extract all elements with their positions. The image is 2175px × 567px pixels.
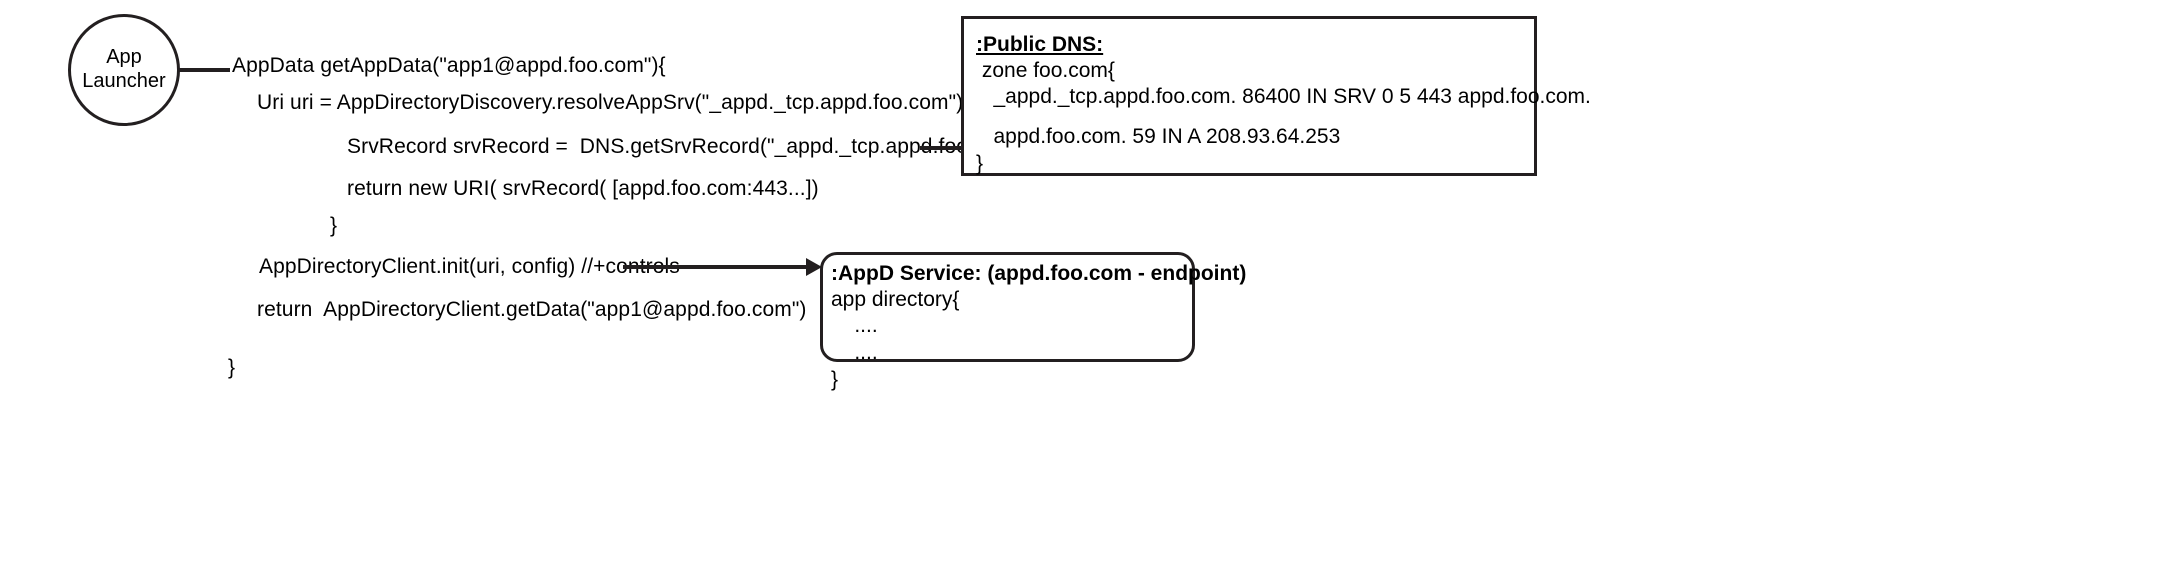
code-line-1: AppData getAppData("app1@appd.foo.com"){: [232, 54, 666, 77]
public-dns-spacer: [976, 111, 1524, 124]
code-line-2: Uri uri = AppDirectoryDiscovery.resolveA…: [257, 91, 971, 114]
code-line-5: }: [330, 214, 338, 237]
appd-service-box: :AppD Service: (appd.foo.com - endpoint)…: [820, 252, 1247, 391]
public-dns-line-4: }: [976, 152, 984, 176]
code-line-7: return AppDirectoryClient.getData("app1@…: [257, 298, 807, 321]
code-line-4: return new URI( srvRecord( [appd.foo.com…: [347, 177, 819, 200]
appd-service-line-1: app directory{: [831, 287, 960, 311]
appd-service-arrow-head: [806, 258, 822, 276]
appd-service-line-2: ....: [831, 314, 878, 338]
code-line-6: AppDirectoryClient.init(uri, config) //+…: [259, 255, 680, 278]
actor-label-line1: App: [106, 46, 142, 69]
appd-service-line-3: ....: [831, 341, 878, 365]
appd-service-arrow-shaft: [623, 265, 813, 269]
actor-label-line2: Launcher: [82, 70, 166, 92]
code-line-3: SrvRecord srvRecord = DNS.getSrvRecord("…: [347, 135, 1029, 158]
appd-service-line-4: }: [831, 368, 839, 392]
public-dns-line-3: appd.foo.com. 59 IN A 208.93.64.253: [976, 125, 1341, 149]
public-dns-line-2: _appd._tcp.appd.foo.com. 86400 IN SRV 0 …: [976, 85, 1591, 109]
actor-app-launcher: App Launcher: [68, 14, 180, 126]
appd-service-box-title: :AppD Service: (appd.foo.com - endpoint): [831, 262, 1247, 285]
actor-connector-line: [178, 68, 230, 72]
public-dns-box-title: :Public DNS:: [976, 33, 1104, 56]
code-line-8: }: [228, 356, 236, 379]
public-dns-line-1: zone foo.com{: [976, 58, 1115, 82]
public-dns-box: :Public DNS: zone foo.com{ _appd._tcp.ap…: [961, 16, 1591, 176]
